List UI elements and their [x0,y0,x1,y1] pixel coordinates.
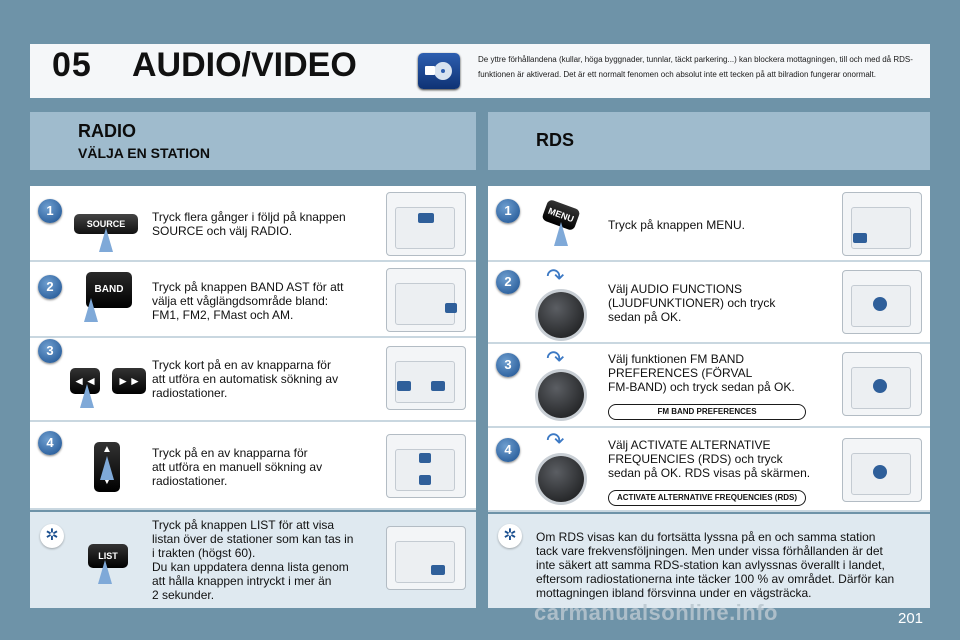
step-number-badge: 2 [496,270,520,294]
radio-panel-illustration [386,346,466,410]
chapter-number: 05 [52,46,92,84]
radio-panel-illustration [386,268,466,332]
step-number-badge: 1 [38,199,62,223]
press-arrow-icon [98,560,112,584]
chapter-title: AUDIO/VIDEO [132,46,357,84]
info-tip-icon: ✲ [498,524,522,548]
step-text: Tryck på knappen MENU. [608,218,745,232]
step-number-badge: 1 [496,199,520,223]
press-arrow-icon [100,456,114,480]
press-arrow-icon [554,222,568,246]
rotate-arrow-icon: ↷ [546,428,565,453]
band-button-icon: BAND [86,272,132,308]
right-section-banner [488,112,930,170]
step-text: Välj funktionen FM BAND PREFERENCES (FÖR… [608,352,795,394]
radio-panel-illustration [386,192,466,256]
step-number-badge: 4 [496,438,520,462]
radio-panel-illustration [842,438,922,502]
rotary-knob-icon [538,372,584,418]
press-arrow-icon [99,228,113,252]
step-number-badge: 2 [38,275,62,299]
radio-title: RADIO [78,121,136,141]
step-number-badge: 4 [38,431,62,455]
rotate-arrow-icon: ↷ [546,264,565,289]
info-tip-icon: ✲ [40,524,64,548]
audio-video-icon [418,53,460,89]
radio-panel-illustration [842,270,922,334]
step-text: Tryck på knappen BAND AST för att välja … [152,280,344,322]
intro-note: De yttre förhållandena (kullar, höga byg… [478,55,913,79]
rotary-knob-icon [538,456,584,502]
watermark: carmanualsonline.info [534,600,778,625]
radio-panel-illustration [386,434,466,498]
left-section-banner [30,112,476,170]
rds-title: RDS [536,130,575,150]
step-number-badge: 3 [496,353,520,377]
page-number: 201 [898,610,924,627]
step-text: Tryck flera gånger i följd på knappen SO… [152,210,346,238]
step-number-badge: 3 [38,339,62,363]
seek-forward-button-icon: ►► [112,368,146,394]
screen-menu-label: FM BAND PREFERENCES [608,404,806,420]
screen-menu-label: ACTIVATE ALTERNATIVE FREQUENCIES (RDS) [608,490,806,506]
tip-text: Om RDS visas kan du fortsätta lyssna på … [536,530,895,600]
step-text: Tryck kort på en av knapparna för att ut… [152,358,339,400]
rotary-knob-icon [538,292,584,338]
radio-panel-illustration [842,192,922,256]
source-button-icon: SOURCE [74,214,138,234]
tip-text: Tryck på knappen LIST för att visa lista… [152,518,354,602]
press-arrow-icon [84,298,98,322]
step-text: Välj AUDIO FUNCTIONS (LJUDFUNKTIONER) oc… [608,282,776,324]
header-band [30,44,930,98]
rotate-arrow-icon: ↷ [546,346,565,371]
radio-subtitle: VÄLJA EN STATION [78,145,210,161]
radio-panel-illustration [842,352,922,416]
press-arrow-icon [80,384,94,408]
right-tip-row [488,514,930,608]
step-text: Välj ACTIVATE ALTERNATIVE FREQUENCIES (R… [608,438,811,480]
step-text: Tryck på en av knapparna för att utföra … [152,446,323,488]
radio-panel-illustration [386,526,466,590]
